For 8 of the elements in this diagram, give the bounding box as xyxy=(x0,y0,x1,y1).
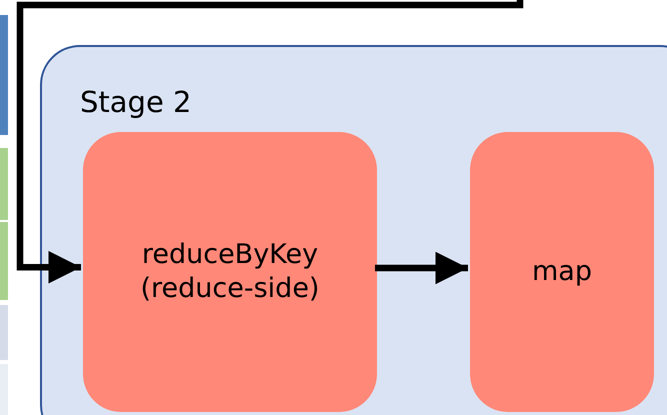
arrow xyxy=(16,0,524,284)
stage-title: Stage 2 xyxy=(80,85,192,119)
stage-container xyxy=(40,45,667,415)
operation-box xyxy=(83,132,377,412)
arrow xyxy=(375,252,468,284)
operation-box xyxy=(470,132,654,412)
operation-label: reduceByKey (reduce-side) xyxy=(140,238,320,306)
operation-label: map xyxy=(531,255,593,289)
